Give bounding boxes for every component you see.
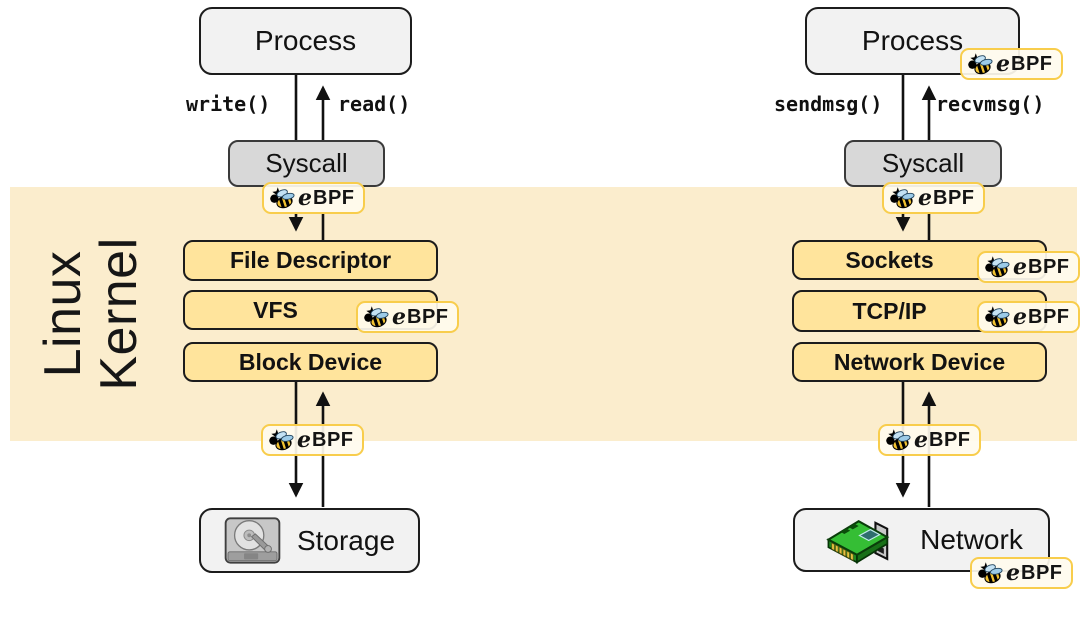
ebpf-bee-icon — [885, 429, 912, 451]
ebpf-bee-icon — [889, 187, 916, 209]
ebpf-bee-icon — [984, 306, 1011, 328]
ebpf-bee-icon — [268, 429, 295, 451]
kernel-label-line1: Linux — [33, 250, 92, 378]
storage-box: Storage — [199, 508, 420, 573]
syscall-label-right: Syscall — [881, 148, 965, 178]
ebpf-bee-icon — [984, 256, 1011, 278]
linux-kernel-label: Linux Kernel — [32, 201, 150, 427]
syscall-box-right: Syscall — [844, 140, 1002, 187]
ebpf-bee-icon — [363, 306, 390, 328]
storage-label: Storage — [296, 524, 396, 556]
write-call-label: write() — [186, 92, 271, 116]
network-box: Network — [793, 508, 1050, 572]
sendmsg-call-label: sendmsg() — [774, 92, 883, 116]
layer-file-descriptor: File Descriptor — [183, 240, 438, 281]
syscall-label-left: Syscall — [265, 148, 348, 178]
process-label-left: Process — [254, 25, 357, 56]
layer-network-device: Network Device — [792, 342, 1047, 382]
syscall-box-left: Syscall — [228, 140, 385, 187]
read-call-label: read() — [338, 92, 411, 116]
ebpf-bee-icon — [269, 187, 296, 209]
hard-disk-icon — [224, 516, 281, 565]
recvmsg-call-label: recvmsg() — [936, 92, 1045, 116]
layer-block-device: Block Device — [183, 342, 438, 382]
network-label: Network — [920, 524, 1023, 555]
process-label-right: Process — [861, 25, 964, 56]
kernel-label-line2: Kernel — [90, 237, 148, 391]
network-card-icon — [820, 511, 904, 570]
ebpf-bee-icon — [967, 53, 994, 75]
process-box-left: Process — [199, 7, 412, 75]
ebpf-bee-icon — [977, 562, 1004, 584]
